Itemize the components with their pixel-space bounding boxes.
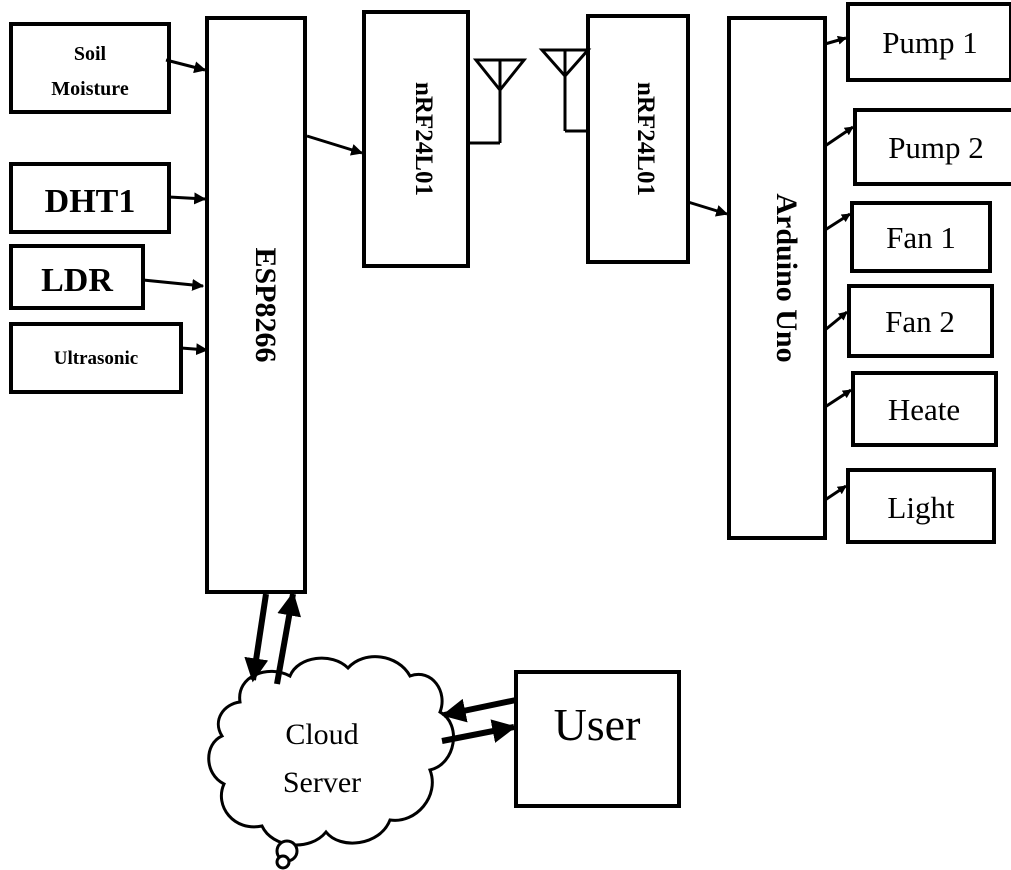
esp8266-label: ESP8266: [249, 247, 282, 362]
light-label: Light: [887, 490, 955, 525]
heater-block: Heate: [851, 371, 998, 447]
esp-to-cloud-arrow: [244, 593, 269, 683]
ldr-label: LDR: [41, 262, 113, 299]
cloud-to-user-arrow: [441, 719, 517, 744]
fan2-label: Fan 2: [885, 304, 955, 339]
fan1-label: Fan 1: [886, 220, 956, 255]
arduino-to-heater-arrow: [824, 388, 852, 409]
nrf24l01-tx-block: nRF24L01: [362, 10, 470, 268]
soil-moisture-block: Soil Moisture: [9, 22, 171, 114]
cloud-to-esp-arrow: [274, 591, 302, 685]
ldr-to-esp-arrow: [142, 278, 205, 291]
arduino-uno-label: Arduino Uno: [770, 193, 803, 362]
rx-antenna: [538, 48, 592, 133]
pump2-label: Pump 2: [888, 130, 984, 165]
ultrasonic-block: Ultrasonic: [9, 322, 183, 394]
nrf-rx-to-arduino-arrow: [687, 200, 729, 217]
tx-antenna: [468, 58, 528, 145]
arduino-to-pump1-arrow: [824, 35, 847, 46]
dht1-block: DHT1: [9, 162, 171, 234]
ultrasonic-label: Ultrasonic: [54, 348, 138, 369]
soil-moisture-label-line1: Soil: [74, 43, 107, 65]
arduino-to-fan1-arrow: [824, 212, 851, 232]
dht1-label: DHT1: [45, 183, 136, 220]
user-to-cloud-arrow: [441, 697, 517, 723]
cloud-shape: [207, 655, 455, 847]
arduino-uno-block: Arduino Uno: [727, 16, 827, 540]
fan1-block: Fan 1: [850, 201, 992, 273]
esp8266-block: ESP8266: [205, 16, 307, 594]
cloud-tail-small: [275, 854, 291, 870]
cloud-server-block: Cloud Server: [207, 655, 455, 870]
pump2-block: Pump 2: [853, 108, 1011, 186]
heater-label: Heate: [888, 392, 960, 427]
fan2-block: Fan 2: [847, 284, 994, 358]
arduino-to-pump2-arrow: [824, 125, 854, 148]
user-label: User: [554, 699, 641, 750]
dht1-to-esp-arrow: [168, 192, 207, 205]
cloud-server-label-line1: Cloud: [285, 718, 358, 751]
cloud-server-label-line2: Server: [283, 766, 361, 799]
nrf24l01-tx-label: nRF24L01: [410, 82, 437, 196]
nrf24l01-rx-label: nRF24L01: [632, 82, 659, 196]
arduino-to-light-arrow: [824, 484, 847, 502]
pump1-block: Pump 1: [846, 2, 1011, 82]
soil-moisture-label-line2: Moisture: [51, 78, 129, 100]
nrf24l01-rx-block: nRF24L01: [586, 14, 690, 264]
soil-to-esp-arrow: [165, 58, 207, 74]
arduino-to-fan2-arrow: [824, 310, 848, 332]
ldr-block: LDR: [9, 244, 145, 310]
light-block: Light: [846, 468, 996, 544]
esp-to-nrf-tx-arrow: [306, 134, 364, 156]
ultrasonic-to-esp-arrow: [180, 343, 209, 356]
user-block: User: [514, 670, 681, 808]
pump1-label: Pump 1: [882, 25, 978, 60]
